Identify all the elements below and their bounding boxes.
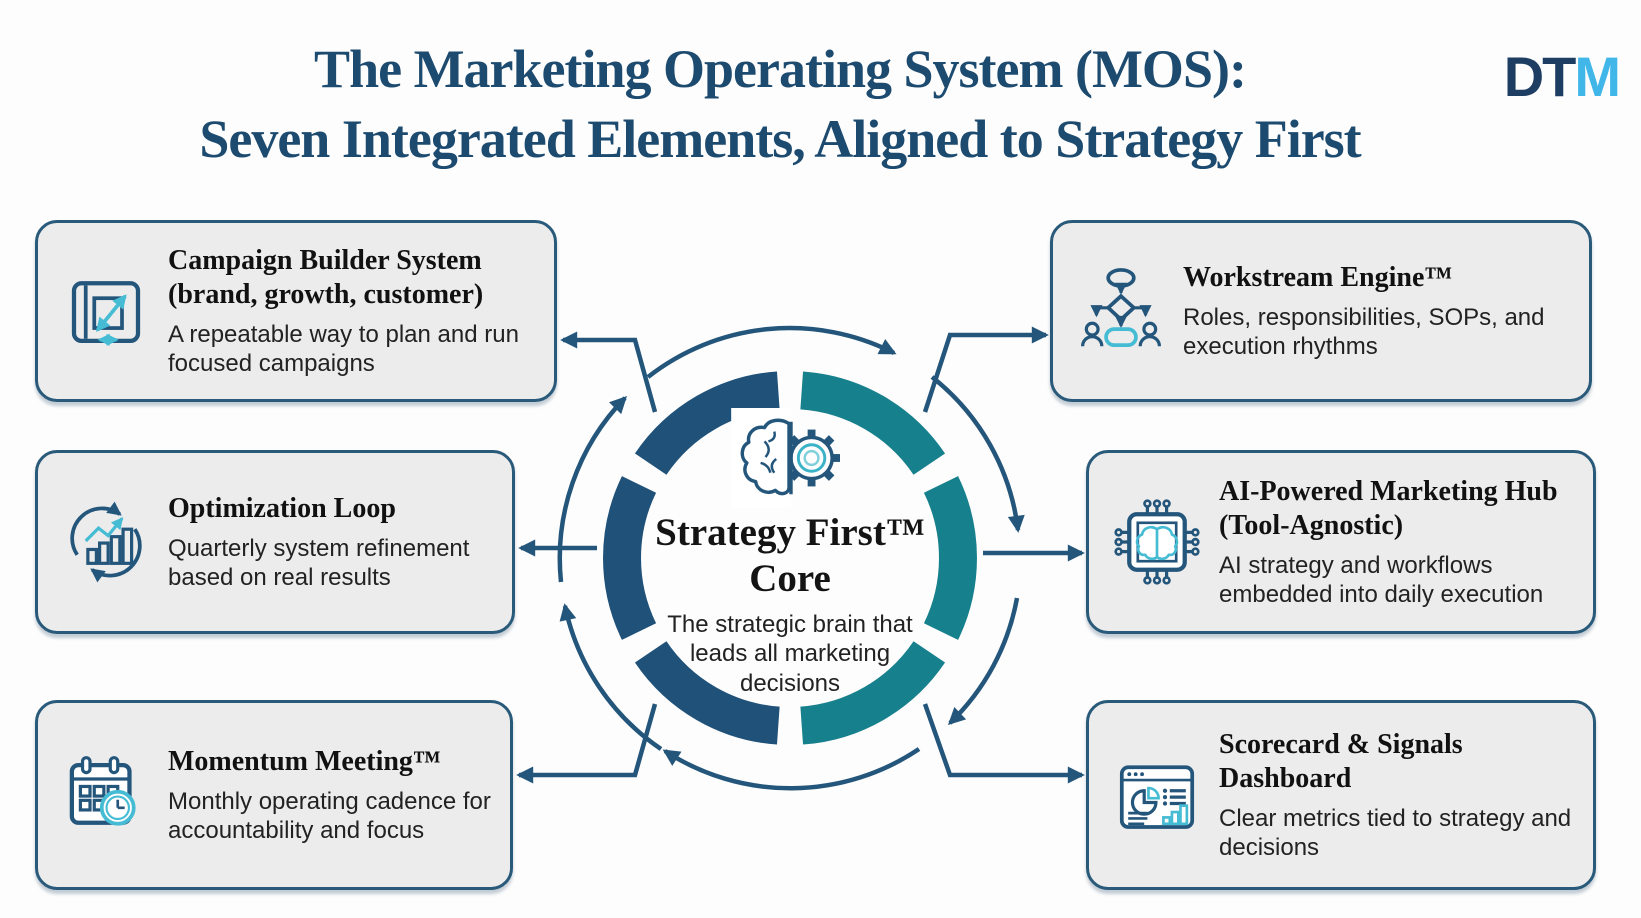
ring-segment-teal-2 <box>923 476 977 640</box>
card-scorecard-dashboard: Scorecard & Signals Dashboard Clear metr… <box>1086 700 1596 890</box>
card-description: Quarterly system refinement based on rea… <box>168 534 470 592</box>
calendar-clock-icon <box>58 747 154 843</box>
page-title-line2: Seven Integrated Elements, Aligned to St… <box>199 109 1361 170</box>
card-optimization-loop: Optimization Loop Quarterly system refin… <box>35 450 515 634</box>
ring-segment-teal-1 <box>799 371 946 476</box>
flowchart-people-icon <box>1073 263 1169 359</box>
connector-arrow-ne <box>922 326 1049 413</box>
core-title: Strategy First™ Core <box>655 510 925 602</box>
connector-arrow-nw <box>560 331 658 413</box>
blueprint-arrows-icon <box>58 263 154 359</box>
ring-segment-navy-3 <box>634 371 781 476</box>
connector-arrow-sw <box>516 703 658 784</box>
card-title: Optimization Loop <box>168 492 396 524</box>
page-title: The Marketing Operating System (MOS): Se… <box>0 34 1560 174</box>
cycle-arrow-upper-left <box>557 395 627 583</box>
card-workstream-engine: Workstream Engine™ Roles, responsibiliti… <box>1050 220 1592 402</box>
chip-brain-icon <box>1109 494 1205 590</box>
card-description: Monthly operating cadence for accountabi… <box>168 787 491 845</box>
card-campaign-builder: Campaign Builder System (brand, growth, … <box>35 220 557 402</box>
card-title: Scorecard & Signals Dashboard <box>1219 728 1463 794</box>
logo-light-letter: M <box>1574 45 1621 108</box>
card-description: AI strategy and workflows embedded into … <box>1219 551 1544 609</box>
ring-segment-navy-2 <box>603 476 657 640</box>
core-description: The strategic brain that leads all marke… <box>667 611 913 697</box>
card-title: Momentum Meeting™ <box>168 745 441 777</box>
cycle-chart-icon <box>58 494 154 590</box>
card-description: Clear metrics tied to strategy and decis… <box>1219 804 1572 862</box>
ring-segment-teal-3 <box>799 640 946 745</box>
card-title: AI-Powered Marketing Hub (Tool-Agnostic) <box>1219 475 1558 541</box>
cycle-arrow-lower-right <box>947 597 1020 725</box>
strategy-ring <box>603 371 977 745</box>
cycle-arrow-top <box>646 325 897 379</box>
card-title: Workstream Engine™ <box>1183 261 1453 293</box>
page-title-line1: The Marketing Operating System (MOS): <box>314 39 1247 99</box>
ring-segment-navy-1 <box>634 640 781 745</box>
brain-gear-icon <box>731 408 840 508</box>
cycle-arrow-right <box>930 375 1025 533</box>
card-description: A repeatable way to plan and run focused… <box>168 320 519 378</box>
strategy-first-core: Strategy First™ Core The strategic brain… <box>642 408 938 708</box>
dashboard-icon <box>1109 747 1205 843</box>
logo-dark-letters: DT <box>1503 45 1577 108</box>
dtm-logo: DTM <box>1503 44 1621 109</box>
core-title-line2: Core <box>749 557 831 601</box>
card-description: Roles, responsibilities, SOPs, and execu… <box>1183 303 1545 361</box>
card-connectors <box>516 326 1085 784</box>
card-momentum-meeting: Momentum Meeting™ Monthly operating cade… <box>35 700 513 890</box>
card-ai-marketing-hub: AI-Powered Marketing Hub (Tool-Agnostic)… <box>1086 450 1596 634</box>
core-title-line1: Strategy First™ <box>655 511 925 554</box>
card-title: Campaign Builder System (brand, growth, … <box>168 244 484 310</box>
connector-arrow-se <box>922 703 1085 784</box>
cycle-arrow-bottom <box>662 747 921 791</box>
